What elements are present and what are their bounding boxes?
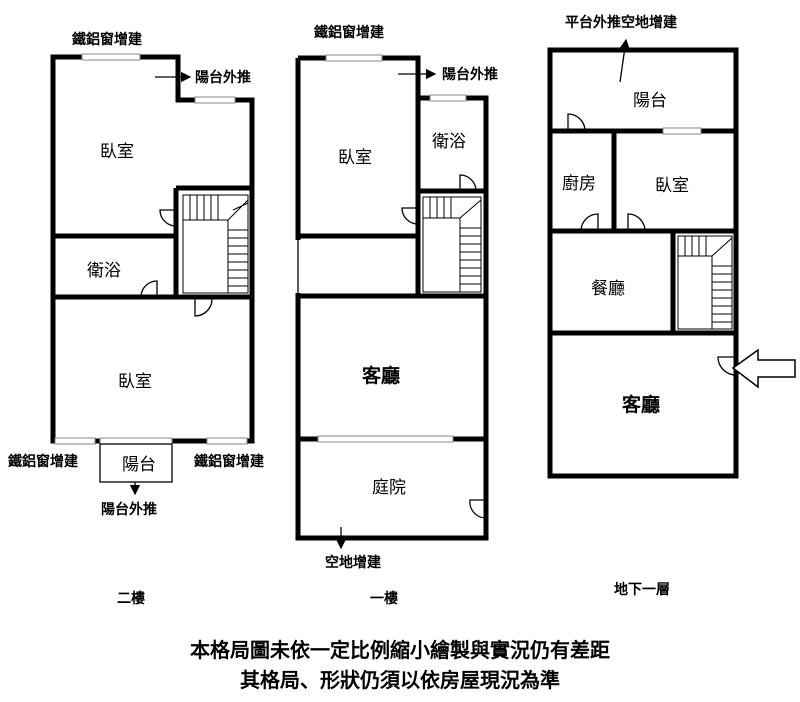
floor-2-plan: 臥室 衛浴 臥室 陽台 鐵鋁窗增建 陽台外推 鐵鋁窗增建 鐵鋁窗增建 陽台外推 … bbox=[8, 31, 264, 607]
floor-1-plan: 臥室 衛浴 客廳 庭院 鐵鋁窗增建 陽台外推 空地增建 一樓 bbox=[294, 24, 498, 607]
floor-1-balcony-push-note: 陽台外推 bbox=[442, 66, 498, 83]
basement-stairs bbox=[677, 235, 733, 330]
floor-2-bedroom-bottom-label: 臥室 bbox=[118, 372, 152, 392]
disclaimer-line-2: 其格局、形狀仍須以依房屋現況為準 bbox=[240, 668, 560, 692]
basement-balcony-label: 陽台 bbox=[633, 91, 667, 111]
disclaimer-line-1: 本格局圖未依一定比例縮小繪製與實況仍有差距 bbox=[190, 638, 610, 662]
basement-title: 地下一層 bbox=[614, 581, 670, 598]
basement-kitchen-label: 廚房 bbox=[562, 173, 596, 194]
floor-2-bath-label: 衛浴 bbox=[87, 261, 121, 281]
floor-2-title: 二樓 bbox=[117, 590, 145, 607]
entrance-arrow-icon bbox=[731, 348, 796, 389]
basement-top-note: 平台外推空地增建 bbox=[565, 14, 677, 31]
floor-2-window-note-top: 鐵鋁窗增建 bbox=[72, 31, 142, 48]
floor-2-bedroom-top-label: 臥室 bbox=[100, 142, 134, 162]
floor-2-balcony-label: 陽台 bbox=[122, 455, 156, 475]
floor-1-living-label: 客廳 bbox=[362, 364, 400, 387]
basement-plan: 陽台 廚房 臥室 餐廳 客廳 平台外推空地增建 地下一層 bbox=[547, 14, 796, 598]
floor-1-stairs bbox=[422, 196, 482, 293]
basement-bedroom-label: 臥室 bbox=[655, 176, 689, 196]
floor-1-title: 一樓 bbox=[370, 590, 398, 607]
floor-2-balcony-push-note-bottom: 陽台外推 bbox=[101, 501, 157, 518]
floor-1-bath-label: 衛浴 bbox=[432, 132, 466, 152]
basement-dining-label: 餐廳 bbox=[591, 279, 625, 299]
floor-2-window-note-right: 鐵鋁窗增建 bbox=[194, 453, 264, 470]
floor-2-stairs bbox=[182, 194, 249, 294]
basement-living-label: 客廳 bbox=[622, 393, 660, 416]
floor-1-bedroom-label: 臥室 bbox=[338, 148, 372, 168]
floor-1-window-note-top: 鐵鋁窗增建 bbox=[314, 24, 384, 41]
floor-1-open-space-note: 空地增建 bbox=[325, 554, 381, 571]
floor-1-courtyard-label: 庭院 bbox=[372, 478, 406, 498]
floor-2-balcony-push-note: 陽台外推 bbox=[195, 69, 251, 86]
floor-2-window-note-left: 鐵鋁窗增建 bbox=[8, 453, 78, 470]
